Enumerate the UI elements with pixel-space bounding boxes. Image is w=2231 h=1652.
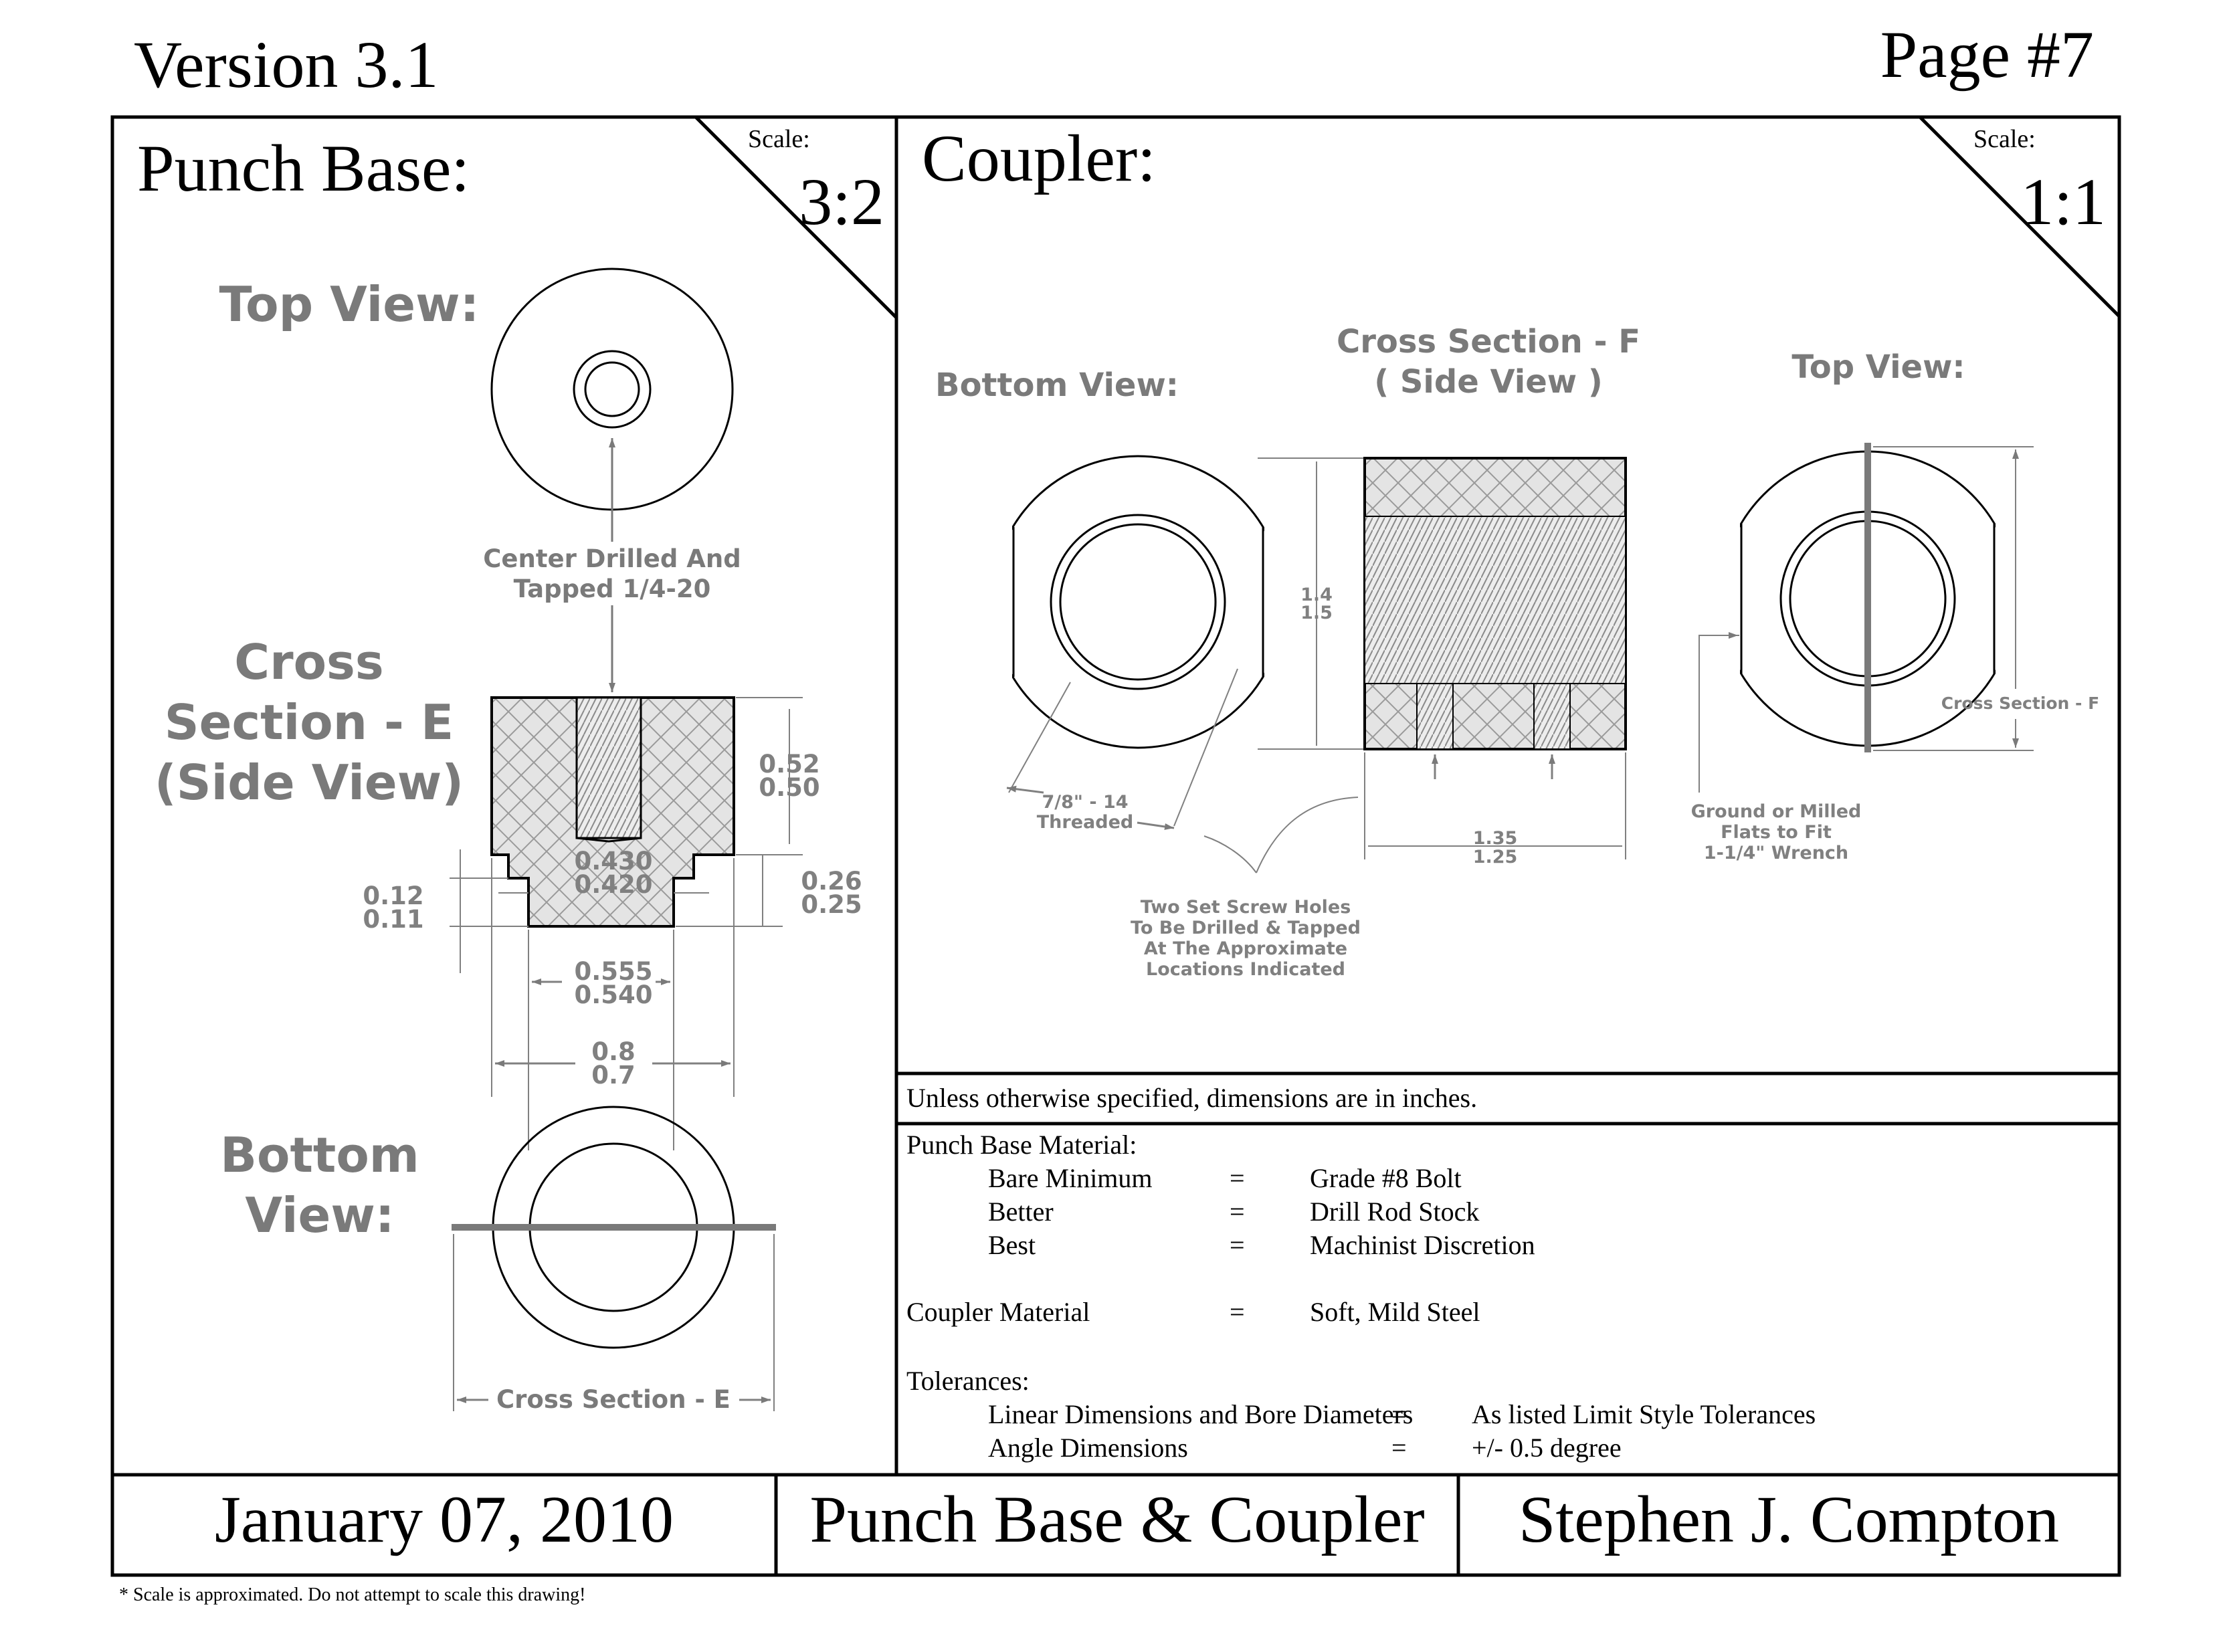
material-value-3: Machinist Discretion [1310, 1230, 1535, 1260]
coupler-bottom-bore-inner [1059, 523, 1217, 681]
coupler-thread-arrow-left [1006, 785, 1044, 794]
tolerance-value-2: +/- 0.5 degree [1472, 1433, 1622, 1463]
tolerance-eq-2: = [1391, 1433, 1407, 1463]
punch-top-view-hole-inner [584, 361, 640, 417]
version-label: Version 3.1 [134, 27, 439, 102]
scale-disclaimer: * Scale is approximated. Do not attempt … [119, 1584, 586, 1605]
punch-top-view-label: Top View: [219, 276, 480, 332]
coupler-flats-note-line3: 1-1/4" Wrench [1704, 843, 1848, 863]
coupler-setscrew-note-line2: To Be Drilled & Tapped [1131, 918, 1361, 938]
coupler-thread-note-line1: 7/8" - 14 [1042, 792, 1128, 813]
dim-od-min: 0.7 [591, 1061, 636, 1090]
coupler-material-eq: = [1230, 1297, 1245, 1327]
coupler-flats-note-line1: Ground or Milled [1691, 801, 1862, 822]
punch-drill-note-line1: Center Drilled And [483, 544, 741, 573]
scale-corner-left [694, 116, 898, 319]
punch-threaded-bore [575, 696, 642, 839]
dim-base-min: 0.540 [574, 980, 652, 1009]
coupler-cross-label-line1: Cross Section - F [1337, 323, 1640, 360]
tolerance-label-1: Linear Dimensions and Bore Diameters [988, 1399, 1413, 1429]
coupler-top-view-label: Top View: [1791, 348, 1965, 386]
dim-lower-min: 0.25 [801, 890, 862, 919]
coupler-title: Coupler: [922, 121, 1156, 195]
coupler-flats-note-line2: Flats to Fit [1721, 822, 1832, 843]
coupler-bottom-view-label: Bottom View: [935, 367, 1179, 404]
coupler-scale-label: Scale: [1973, 125, 2036, 153]
coupler-scale-value: 1:1 [2020, 165, 2106, 239]
punch-scale-label: Scale: [748, 125, 810, 153]
coupler-flats-leader [1699, 635, 1739, 793]
dim-neck-max: 0.430 [574, 847, 652, 875]
dim-od-max: 0.8 [591, 1037, 636, 1066]
tolerance-label-2: Angle Dimensions [988, 1433, 1188, 1463]
page-number: Page #7 [1880, 17, 2094, 92]
title-block-author: Stephen J. Compton [1519, 1482, 2059, 1556]
title-block-date: January 07, 2010 [215, 1482, 674, 1556]
material-label-2: Better [988, 1197, 1054, 1227]
coupler-bottom-bore-outer [1050, 514, 1226, 690]
punch-material-heading: Punch Base Material: [906, 1130, 1137, 1160]
punch-drill-note-line2: Tapped 1/4-20 [514, 575, 711, 603]
coupler-dim-width-min: 1.25 [1473, 847, 1518, 867]
material-eq-1: = [1230, 1163, 1245, 1193]
coupler-material-label: Coupler Material [906, 1297, 1090, 1327]
coupler-thread-note-line2: Threaded [1037, 812, 1133, 833]
punch-cross-label-line1: Cross [234, 634, 384, 690]
coupler-thread-leader-b [1173, 668, 1238, 827]
punch-scale-value: 3:2 [799, 165, 884, 239]
dim-height-min: 0.50 [759, 773, 819, 802]
dim-groove-min: 0.11 [363, 905, 423, 934]
coupler-setscrew-hole-left [1416, 683, 1454, 750]
dim-base-max: 0.555 [574, 957, 652, 986]
punch-base-title: Punch Base: [137, 131, 470, 205]
coupler-dim-height-max: 1.4 [1300, 585, 1333, 605]
coupler-bottom-outline [1012, 455, 1264, 749]
coupler-setscrew-note-line1: Two Set Screw Holes [1141, 897, 1351, 918]
coupler-setscrew-leader [1203, 797, 1359, 873]
coupler-material-value: Soft, Mild Steel [1310, 1297, 1480, 1327]
tolerances-heading: Tolerances: [906, 1366, 1030, 1396]
dim-lower-max: 0.26 [801, 867, 862, 896]
dim-height-max: 0.52 [759, 750, 819, 779]
punch-top-view-hole-outer [573, 350, 652, 429]
tolerance-value-1: As listed Limit Style Tolerances [1472, 1399, 1816, 1429]
punch-bottom-view-line1: Bottom [220, 1127, 419, 1183]
punch-cross-label-line2: Section - E [165, 694, 454, 750]
material-value-1: Grade #8 Bolt [1310, 1163, 1462, 1193]
coupler-thread-arrow-right [1137, 821, 1175, 830]
outer-frame [110, 115, 2121, 1577]
tolerance-eq-1: = [1391, 1399, 1407, 1429]
material-eq-3: = [1230, 1230, 1245, 1260]
title-block-part-name: Punch Base & Coupler [809, 1482, 1424, 1556]
units-note: Unless otherwise specified, dimensions a… [906, 1083, 1477, 1113]
coupler-threaded-bore [1364, 516, 1626, 684]
coupler-dim-height-min: 1.5 [1300, 603, 1333, 623]
material-eq-2: = [1230, 1197, 1245, 1227]
dim-neck-min: 0.420 [574, 870, 652, 899]
material-label-1: Bare Minimum [988, 1163, 1153, 1193]
coupler-thread-leader-a [1008, 682, 1071, 793]
dim-groove-max: 0.12 [363, 882, 423, 910]
material-label-3: Best [988, 1230, 1036, 1260]
punch-bottom-view-line2: View: [245, 1187, 394, 1243]
material-value-2: Drill Rod Stock [1310, 1197, 1479, 1227]
punch-cross-label-line3: (Side View) [155, 754, 464, 811]
coupler-dim-width-max: 1.35 [1473, 828, 1518, 849]
coupler-setscrew-note-line3: At The Approximate [1144, 938, 1347, 959]
coupler-setscrew-hole-right [1533, 683, 1571, 750]
coupler-setscrew-note-line4: Locations Indicated [1146, 959, 1345, 980]
coupler-section-marker: Cross Section - F [1941, 694, 2099, 713]
punch-bore-tip [576, 837, 642, 843]
coupler-cross-label-line2: ( Side View ) [1374, 363, 1603, 401]
scale-corner-right [1919, 116, 2121, 318]
punch-section-marker: Cross Section - E [496, 1385, 731, 1414]
